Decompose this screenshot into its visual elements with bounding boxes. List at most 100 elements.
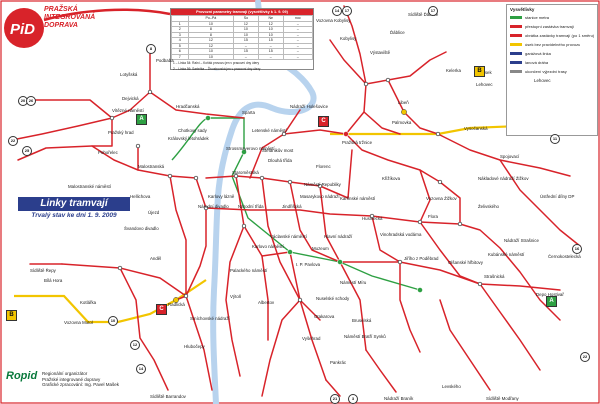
station-label-karlinske: Karlínské náměstí (340, 196, 376, 201)
station-label-malostranske: Malostranské náměstí (68, 184, 111, 189)
line-badge: 8 (146, 44, 156, 54)
metro-a-marker: A (546, 296, 557, 307)
station-label-muzeum: Muzeum (312, 246, 329, 251)
table-cell: noc (282, 15, 314, 22)
line-badge: 17 (342, 6, 352, 16)
legend-swatch (510, 34, 522, 37)
station-label-strasnice: Nádraží Strašnice (504, 238, 539, 243)
station-label-vozovnazizkov: Vozovna Žižkov (426, 196, 457, 201)
map-title: Linky tramvají (18, 197, 130, 211)
legend-label: garážová linka (525, 51, 551, 56)
legend-label: stanice metra (525, 15, 550, 20)
station-label-vodarna: Vinohradská vodárna (380, 232, 422, 237)
line-badge: 10 (108, 316, 118, 326)
station-label-stefanikuv: Štefánikův most (262, 148, 294, 153)
legend-label: lanová dráha (525, 60, 549, 65)
station-label-chotkovy: Chotkovy sady (178, 128, 207, 133)
legend-item: obrátka zastávky tramvají (po 1 směru) (507, 31, 597, 40)
map-subtitle: Trvalý stav ke dni 1. 9. 2009 (31, 212, 117, 219)
legend-label: obrátka zastávky tramvají (po 1 směru) (525, 33, 595, 38)
station-label-kubanske: Kubánské náměstí (488, 252, 525, 257)
ropid-line-1: Regionální organizátor (42, 371, 88, 376)
station-label-hostivar: Depo Hostivař (536, 292, 564, 297)
station-label-flora: Flora (428, 214, 439, 219)
station-label-ujezd: Újezd (148, 210, 160, 215)
station-label-strossmayerovo: Strossmayerovo náměstí (226, 146, 275, 151)
station-label-krizikova: Křižíkova (382, 176, 401, 181)
station-label-narodnitrida: Národní třída (238, 204, 264, 209)
table-cell: Po–Pá (187, 15, 235, 22)
station-label-jiriho: Jiřího z Poděbrad (404, 256, 439, 261)
station-label-sidlistedablice: Sídliště Ďáblice (408, 12, 439, 17)
station-label-vystaviste: Výstaviště (370, 50, 391, 55)
table-cell: Ne (257, 15, 284, 22)
brand-name: PRAŽSKÁ INTEGROVANÁ DOPRAVA (44, 6, 95, 30)
legend-item: úsek bez pravidelného provozu (507, 40, 597, 49)
station-label-andel: Anděl (150, 256, 162, 261)
ropid-line-3: Grafické zpracování: Ing. Pavel Mašek (42, 382, 120, 387)
station-label-staromestska: Staroměstská (232, 170, 259, 175)
station-label-vyton: Výtoň (230, 294, 242, 299)
station-label-pankrac: Pankrác (330, 360, 347, 365)
station-label-republiky: Náměstí Republiky (304, 182, 341, 187)
station-label-dilny: Ústřední dílny DP (540, 194, 575, 199)
table-cell: 10 (187, 53, 235, 60)
station-label-palackeho: Palackého náměstí (230, 268, 268, 273)
brand-line-2: INTEGROVANÁ (44, 14, 96, 21)
station-label-zizkov: Nákladové nádraží Žižkov (478, 176, 529, 181)
legend-item: lanová dráha (507, 58, 597, 67)
legend-label: ukončení výjezdní trasy (525, 69, 567, 74)
station-label-malostranska: Malostranská (138, 164, 165, 169)
station-label-barrandov: Sídliště Barrandov (150, 394, 186, 399)
station-label-vozovnakobylisy: Vozovna Kobylisy (316, 18, 351, 23)
line-badge: 12 (130, 340, 140, 350)
line-badge: 17 (428, 6, 438, 16)
station-label-branik: Nádraží Braník (384, 396, 414, 401)
line-badge: 14 (136, 364, 146, 374)
station-label-hlavni: Hlavní nádraží (324, 234, 353, 239)
station-label-hradcanska: Hradčanská (176, 104, 200, 109)
station-label-olsanske: Olšanské hřbitovy (448, 260, 483, 265)
legend-label: úsek bez pravidelného provozu (525, 42, 581, 47)
station-label-ipp: I. P. Pavlova (296, 262, 321, 267)
metro-b-marker: B (474, 66, 485, 77)
metro-c-marker: C (156, 304, 167, 315)
station-label-lehovec2: Lehovec (534, 78, 551, 83)
station-label-sparta: Sparta (242, 110, 255, 115)
station-label-namestimiru: Náměstí Míru (340, 280, 367, 285)
pid-logo-mark: PiD (4, 8, 171, 48)
station-label-kotlarka: Kotlářka (80, 300, 97, 305)
station-label-podbaba: Podbaba (156, 58, 174, 63)
svg-text:PiD: PiD (10, 21, 35, 38)
station-label-otakarova: Otakarova (314, 314, 335, 319)
table-cell: – (282, 26, 314, 33)
ropid-text: Regionální organizátor Pražské integrova… (42, 371, 119, 388)
station-label-lehovec: Lehovec (476, 82, 493, 87)
service-parameters-table: Provozní parametry tramvají (vysvětlivky… (170, 8, 314, 71)
station-label-spojovaci: Spojovací (500, 154, 520, 159)
station-label-liben: Libeň (398, 100, 409, 105)
metro-station-markers (173, 109, 423, 303)
station-label-karlovy: Karlovy lázně (208, 194, 235, 199)
legend-item: ukončení výjezdní trasy (507, 67, 597, 76)
legend-item: přestupní zastávka tramvají (507, 22, 597, 31)
legend-label: přestupní zastávka tramvají (525, 24, 574, 29)
station-label-bruselska: Bruselská (352, 318, 372, 323)
table-cell: 12 (257, 20, 284, 27)
table-title: Provozní parametry tramvají (vysvětlivky… (171, 9, 313, 15)
brand-line-3: DOPRAVA (44, 22, 78, 29)
station-label-husinecka: Husinecká (362, 216, 383, 221)
station-label-motol: Vozovna Motol (64, 320, 93, 325)
line-badge: 3 (348, 394, 358, 404)
station-label-dablice: Ďáblice (390, 30, 405, 35)
table-cell: – (257, 53, 284, 60)
station-label-vaclavske: Václavské náměstí (270, 234, 307, 239)
brand-line-1: PRAŽSKÁ (44, 6, 78, 13)
table-cell: – (233, 53, 259, 60)
